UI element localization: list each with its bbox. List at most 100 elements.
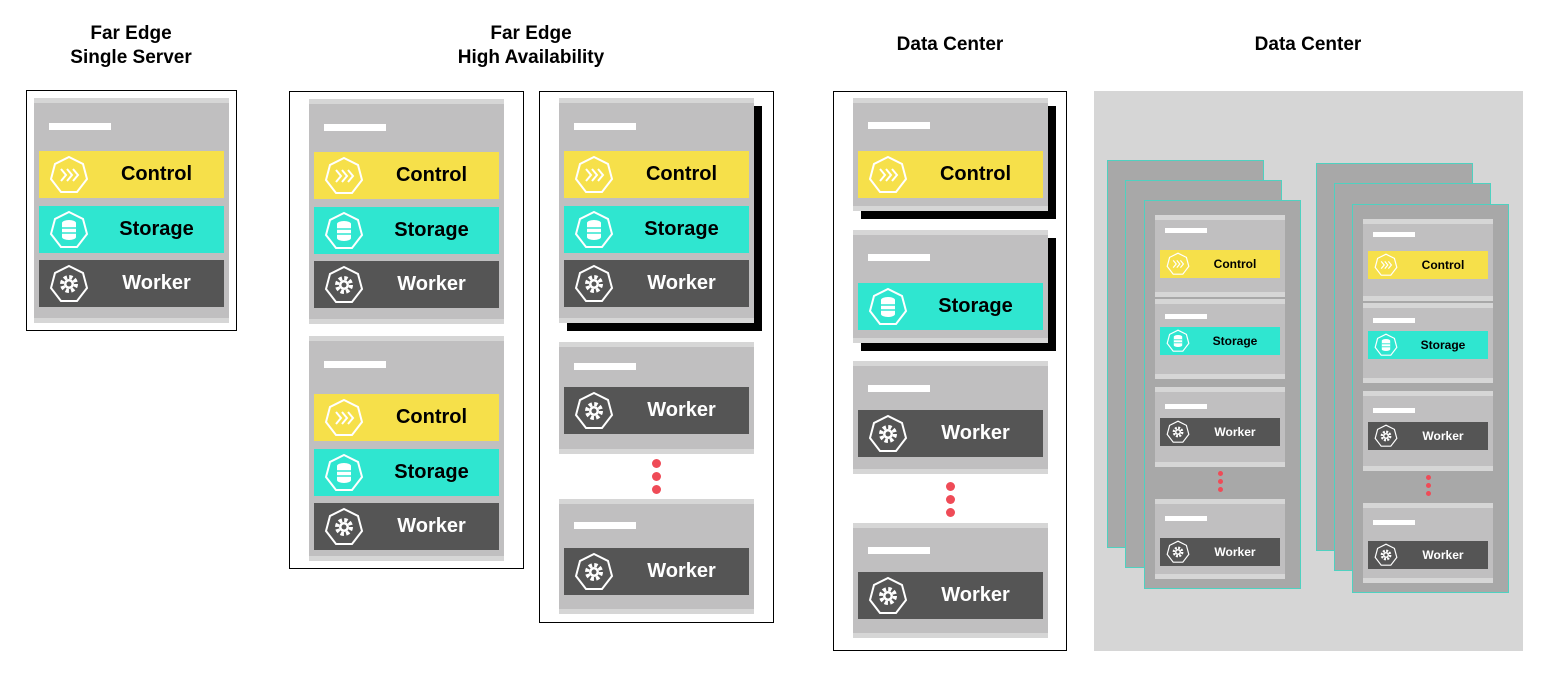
worker-label: Worker [397,273,466,295]
control-role: Control [564,151,749,198]
chevrons-right-icon [574,155,614,195]
storage-role: Storage [1160,327,1280,355]
worker-role: Worker [564,260,749,307]
server-node: Control Storage Worker [309,99,504,324]
node-name-bar [1165,228,1207,233]
worker-node: Worker [1363,391,1493,471]
ellipsis-dot [1218,479,1223,484]
storage-node: Storage [1155,299,1285,379]
control-role: Control [1160,250,1280,278]
node-name-bar [324,361,386,368]
storage-node: Storage [1363,303,1493,383]
node-name-bar [324,124,386,131]
storage-role: Storage [314,207,499,254]
worker-label: Worker [1422,429,1464,443]
chevrons-right-icon [324,398,364,438]
worker-label: Worker [122,272,191,294]
ellipsis [1426,475,1431,499]
title-far-edge-single-server: Far Edge Single Server [70,23,192,68]
storage-role: Storage [314,449,499,496]
server-node: Control Storage Worker [309,336,504,561]
worker-role: Worker [314,503,499,550]
chevrons-right-icon [868,155,908,195]
worker-role: Worker [1368,422,1488,450]
worker-label: Worker [941,584,1010,606]
worker-role: Worker [1160,538,1280,566]
ellipsis-dot [946,482,955,491]
worker-role: Worker [1368,541,1488,569]
worker-role: Worker [1160,418,1280,446]
storage-label: Storage [394,219,469,241]
ellipsis-dot [1426,483,1431,488]
worker-label: Worker [941,422,1010,444]
storage-role: Storage [1368,331,1488,359]
worker-node: Worker [853,361,1048,474]
database-icon [1166,329,1190,353]
database-icon [574,210,614,250]
title-data-center-1: Data Center [896,34,1004,55]
storage-label: Storage [938,295,1013,317]
worker-role: Worker [314,261,499,308]
worker-role: Worker [858,572,1043,619]
title-far-edge-high-availability: Far Edge High Availability [457,23,605,68]
ellipsis-dot [652,459,661,468]
worker-label: Worker [647,272,716,294]
gear-icon [1166,420,1190,444]
gear-icon [574,552,614,592]
ellipsis [652,459,661,498]
worker-node: Worker [1155,387,1285,467]
node-name-bar [868,385,930,392]
control-role: Control [858,151,1043,198]
worker-node: Worker [559,342,754,454]
rack-front: Control Storage Worker Worker [1352,204,1509,593]
node-name-bar [574,123,636,130]
chevrons-right-icon [49,155,89,195]
chevrons-right-icon [324,156,364,196]
node-name-bar [49,123,111,130]
node-name-bar [868,254,930,261]
worker-label: Worker [1214,425,1256,439]
control-role: Control [314,394,499,441]
node-name-bar [574,522,636,529]
node-name-bar [1165,516,1207,521]
node-name-bar [574,363,636,370]
node-name-bar [1373,318,1415,323]
worker-node: Worker [853,523,1048,638]
gear-icon [1166,540,1190,564]
gear-icon [49,264,89,304]
worker-node: Worker [559,499,754,614]
node-name-bar [1373,408,1415,413]
worker-node: Worker [1363,503,1493,583]
control-role: Control [1368,251,1488,279]
gear-icon [574,391,614,431]
worker-role: Worker [564,548,749,595]
gear-icon [868,576,908,616]
control-label: Control [395,406,468,428]
storage-label: Storage [644,218,719,240]
ellipsis-dot [652,472,661,481]
control-node: Control [1363,219,1493,301]
storage-role: Storage [564,206,749,253]
control-label: Control [120,163,193,185]
worker-label: Worker [397,515,466,537]
worker-label: Worker [647,560,716,582]
rack-front: Control Storage Worker Worker [1144,200,1301,589]
worker-role: Worker [39,260,224,307]
ellipsis-dot [1218,471,1223,476]
chevrons-right-icon [1374,253,1398,277]
ellipsis-dot [652,485,661,494]
ellipsis [946,482,955,521]
storage-label: Storage [394,461,469,483]
worker-role: Worker [858,410,1043,457]
storage-label: Storage [1420,338,1466,352]
storage-node: Storage [853,230,1048,343]
control-label: Control [395,164,468,186]
node-name-bar [1165,404,1207,409]
control-label: Control [1213,257,1257,271]
server-node: Control Storage Worker [34,98,229,323]
storage-label: Storage [1212,334,1258,348]
database-icon [324,453,364,493]
ellipsis [1218,471,1223,495]
database-icon [868,287,908,327]
ellipsis-dot [946,495,955,504]
